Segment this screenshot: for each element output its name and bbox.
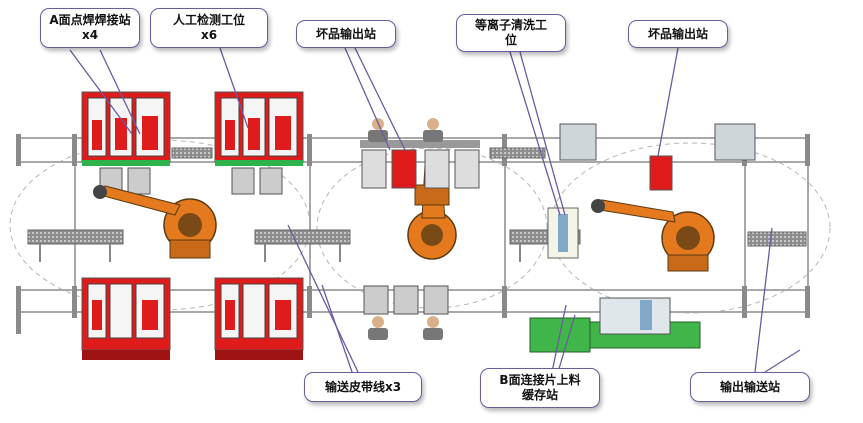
operator-icon <box>368 118 443 340</box>
label-b-side-buffer: B面连接片上料 缓存站 <box>480 368 600 408</box>
label-manual-inspection: 人工检测工位 x6 <box>150 8 268 48</box>
label-b-side-buffer-line1: B面连接片上料 <box>499 373 581 387</box>
leader-lines <box>69 47 801 373</box>
reject-station-center <box>360 140 480 189</box>
gray-machines-top-right <box>559 123 756 191</box>
label-plasma-clean-line2: 位 <box>504 33 517 47</box>
fence-posts <box>16 134 810 334</box>
top-small-conveyors <box>171 147 546 159</box>
label-conveyor-belts: 输送皮带线x3 <box>304 372 422 402</box>
robot-right <box>591 199 715 272</box>
welding-cell-bottom-1 <box>81 277 171 360</box>
label-b-side-buffer-line2: 缓存站 <box>521 388 558 402</box>
label-plasma-clean-line1: 等离子清洗工 <box>474 18 547 32</box>
welding-cell-top-2 <box>214 91 304 195</box>
label-a-side-weld-count: x4 <box>81 28 99 42</box>
output-conveyor-belt <box>747 231 807 247</box>
label-reject-output-left-title: 坏品输出站 <box>315 26 376 41</box>
label-a-side-weld-station: A面点焊焊接站 x4 <box>40 8 140 48</box>
label-conveyor-belts-title: 输送皮带线x3 <box>324 379 402 394</box>
label-a-side-weld-title: A面点焊焊接站 <box>49 13 131 27</box>
label-reject-output-right: 坏品输出站 <box>628 20 728 48</box>
welding-cell-top-1 <box>81 91 171 195</box>
label-plasma-clean: 等离子清洗工 位 <box>456 14 566 52</box>
label-output-conveyor: 输出输送站 <box>690 372 810 402</box>
label-reject-output-right-title: 坏品输出站 <box>647 26 708 41</box>
label-manual-inspection-count: x6 <box>200 28 218 42</box>
inspection-fixtures-bottom <box>363 285 449 315</box>
welding-cell-bottom-2 <box>214 277 304 360</box>
label-manual-inspection-title: 人工检测工位 <box>172 13 245 27</box>
conveyor-belt-mid <box>254 229 351 262</box>
plasma-clean-unit <box>547 207 579 259</box>
label-reject-output-left: 坏品输出站 <box>296 20 396 48</box>
conveyor-belt-left <box>27 229 124 262</box>
robot-left <box>93 185 217 259</box>
b-side-buffer-station <box>529 297 701 353</box>
label-output-conveyor-title: 输出输送站 <box>719 379 780 394</box>
